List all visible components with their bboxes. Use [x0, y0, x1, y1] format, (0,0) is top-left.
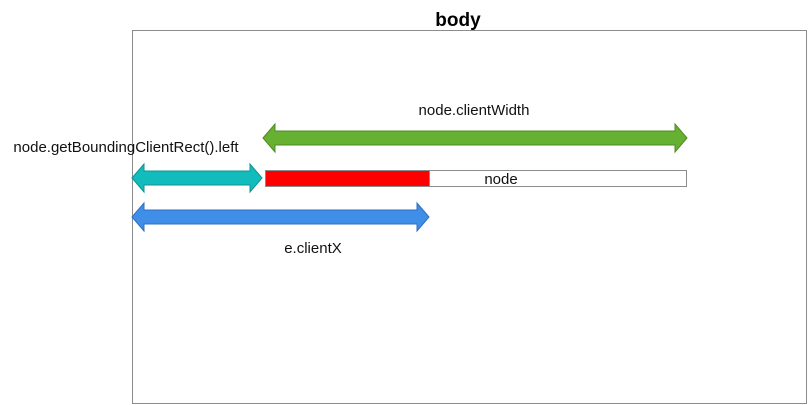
client-x-arrow	[131, 201, 430, 233]
client-x-label: e.clientX	[284, 240, 342, 257]
bounding-left-label: node.getBoundingClientRect().left	[13, 139, 239, 156]
client-width-arrow	[262, 122, 688, 154]
client-width-label: node.clientWidth	[419, 102, 530, 119]
bounding-left-arrow	[131, 162, 263, 194]
body-title: body	[435, 10, 481, 31]
node-fill	[266, 171, 429, 186]
node-label: node	[484, 171, 517, 188]
